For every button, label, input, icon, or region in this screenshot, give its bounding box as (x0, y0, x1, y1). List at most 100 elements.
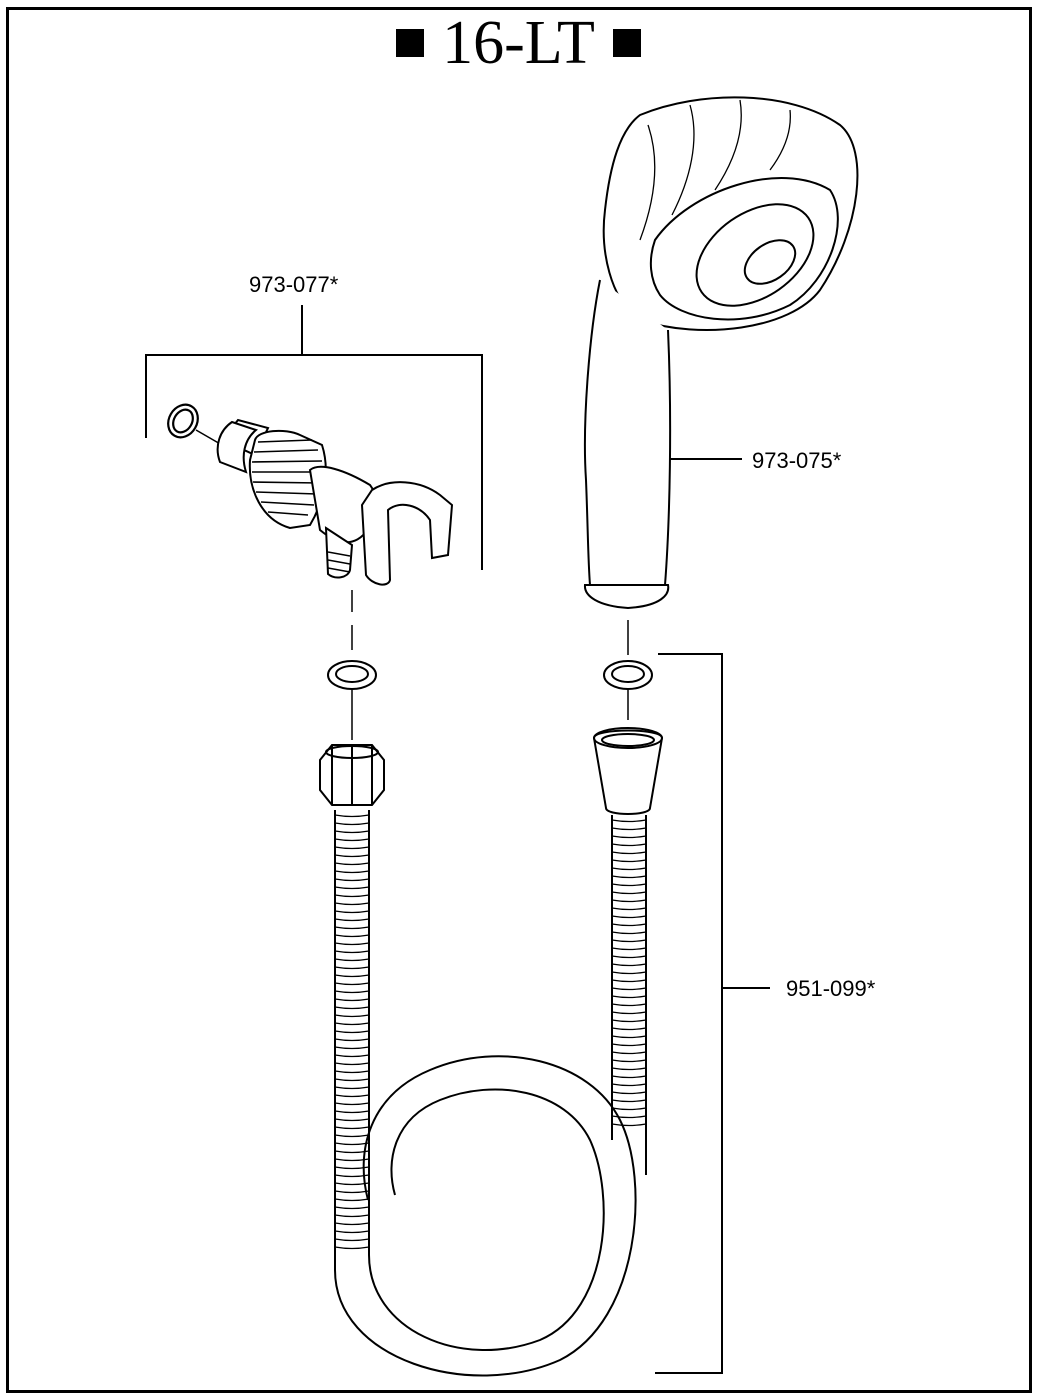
hose-rib (334, 878, 370, 882)
hose-rib (611, 987, 647, 991)
hose-rib (611, 891, 647, 895)
hose-rib (334, 1030, 370, 1034)
hose-rib (611, 1083, 647, 1087)
hose-rib (334, 1094, 370, 1098)
hose-rib (611, 1067, 647, 1071)
hose-rib (611, 1043, 647, 1047)
hose-rib (611, 1075, 647, 1079)
assembly-centerlines (351, 590, 629, 740)
hose-rib (611, 931, 647, 935)
hose-rib (334, 1078, 370, 1082)
hose-rib (611, 1123, 647, 1127)
hose-rib (334, 1006, 370, 1010)
hose-rib (334, 1190, 370, 1194)
hose-rib (334, 1134, 370, 1138)
hose-rib (334, 1222, 370, 1226)
hose-rib (334, 1086, 370, 1090)
page-frame (6, 7, 1032, 1393)
hose-rib (611, 1027, 647, 1031)
hose-rib (611, 1019, 647, 1023)
hose-rib (611, 939, 647, 943)
hose-rib (334, 1062, 370, 1066)
hose-rib (334, 950, 370, 954)
hose-rib (334, 1102, 370, 1106)
hose-rib (611, 971, 647, 975)
hose-rib (334, 1126, 370, 1130)
hose-rib (334, 926, 370, 930)
hose-rib (334, 918, 370, 922)
hose-rib (334, 974, 370, 978)
hose-rib (334, 1038, 370, 1042)
hose-rib (611, 955, 647, 959)
hose-rib (334, 1110, 370, 1114)
washer-right (603, 660, 653, 690)
hose-rib (611, 1003, 647, 1007)
hose-rib (334, 1022, 370, 1026)
hose-rib (334, 1158, 370, 1162)
hose-rib (611, 883, 647, 887)
hose-rib (611, 827, 647, 831)
washer-left (327, 660, 377, 690)
hose-rib (611, 1011, 647, 1015)
hose-rib (611, 1091, 647, 1095)
hose-rib (334, 990, 370, 994)
hose-rib (334, 846, 370, 850)
hose-rib (334, 1182, 370, 1186)
hose-rib (334, 894, 370, 898)
hose-hex-nut (319, 744, 385, 806)
hose-rib (334, 1142, 370, 1146)
hose-rib (334, 998, 370, 1002)
hose-rib (611, 851, 647, 855)
handshower-part-number: 973-075* (752, 448, 842, 473)
hose-rib (334, 942, 370, 946)
hose-rib (611, 859, 647, 863)
hose-rib (611, 867, 647, 871)
hose-rib (334, 1246, 370, 1250)
hose-rib (611, 995, 647, 999)
hose-rib (334, 838, 370, 842)
hose-rib (611, 843, 647, 847)
hose-rib (334, 1174, 370, 1178)
hose-rib (334, 1046, 370, 1050)
title-text: 16-LT (442, 9, 595, 77)
hose-rib (334, 814, 370, 818)
hose-rib (334, 1150, 370, 1154)
small-o-ring (167, 403, 223, 446)
hose-rib (611, 1107, 647, 1111)
hose-part-number: 951-099* (786, 976, 876, 1001)
hose-rib (611, 835, 647, 839)
hose-bracket (655, 653, 770, 1374)
holder-bracket (145, 305, 483, 570)
hose-rib (334, 822, 370, 826)
hose-rib (611, 1099, 647, 1103)
hose-rib (334, 902, 370, 906)
hose-rib (334, 982, 370, 986)
square-bullet-icon (612, 28, 641, 57)
hose-rib (334, 1206, 370, 1210)
hose-rib (334, 1238, 370, 1242)
hose-rib (334, 886, 370, 890)
hose-rib (611, 979, 647, 983)
hose-rib (611, 923, 647, 927)
hose-rib (334, 862, 370, 866)
hose-rib (611, 963, 647, 967)
hose-rib (334, 854, 370, 858)
hose-rib (611, 1051, 647, 1055)
hose-rib (334, 1054, 370, 1058)
hose-rib (611, 1115, 647, 1119)
hose-rib (334, 1214, 370, 1218)
hose-rib (334, 1230, 370, 1234)
hose-rib (334, 1070, 370, 1074)
hose-rib (334, 1118, 370, 1122)
hand-shower (583, 96, 859, 610)
hose-rib (611, 819, 647, 823)
square-bullet-icon (396, 28, 425, 57)
page-title: 16-LT (0, 8, 1037, 78)
hose-rib (611, 907, 647, 911)
hose-rib (334, 1166, 370, 1170)
wall-holder (216, 418, 454, 586)
hose-rib (334, 910, 370, 914)
hose-rib (334, 934, 370, 938)
holder-part-number: 973-077* (249, 272, 339, 297)
